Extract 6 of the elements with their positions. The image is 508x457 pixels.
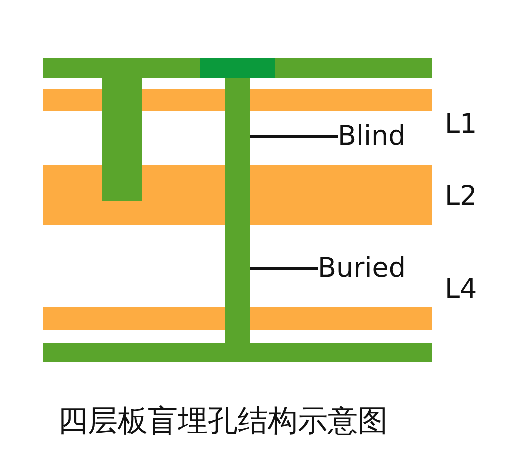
layer-label: L4 (445, 274, 478, 306)
leader-line (250, 268, 318, 270)
via-label: Buried (318, 253, 406, 285)
layer-label: L2 (445, 181, 478, 213)
layer-label: L1 (445, 109, 478, 141)
caption: 四层板盲埋孔结构示意图 (58, 404, 388, 440)
